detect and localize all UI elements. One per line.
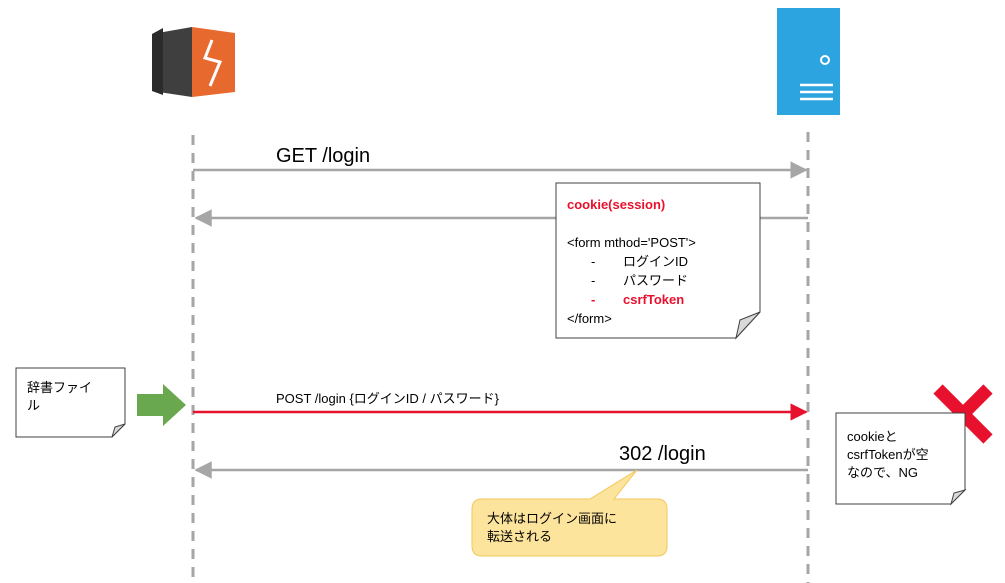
burp-logo-icon [152,27,235,97]
response-note: cookie(session) <form mthod='POST'> - ログ… [555,182,761,340]
form-item-bullet: - [591,273,595,288]
form-item-bullet: - [591,292,595,307]
redirect-callout: 大体はログイン画面に 転送される [471,469,668,557]
redirect-label: 302 /login [619,443,706,465]
dictionary-file-label-line2: ル [27,398,40,413]
get-login-label: GET /login [276,145,370,167]
form-item-csrf-token: csrfToken [623,292,684,307]
error-note-line2: csrfTokenが空 [847,447,929,462]
cookie-session-label: cookie(session) [567,197,665,212]
dictionary-file-label-line1: 辞書ファイ [27,380,92,395]
callout-line2: 転送される [487,529,552,544]
dictionary-file-note: 辞書ファイ ル [15,367,126,438]
error-note-line1: cookieと [847,429,898,444]
form-close-label: </form> [567,311,612,326]
callout-line1: 大体はログイン画面に [487,511,617,526]
form-item-password: パスワード [623,273,688,288]
error-note: cookieと csrfTokenが空 なので、NG [835,412,967,506]
green-arrow-icon [137,384,186,426]
form-item-bullet: - [591,254,595,269]
post-login-label: POST /login {ログインID / パスワード} [276,391,500,406]
server-icon [777,8,840,115]
error-note-line3: なので、NG [847,465,918,480]
form-open-label: <form mthod='POST'> [567,235,696,250]
form-item-login-id: ログインID [623,254,688,269]
